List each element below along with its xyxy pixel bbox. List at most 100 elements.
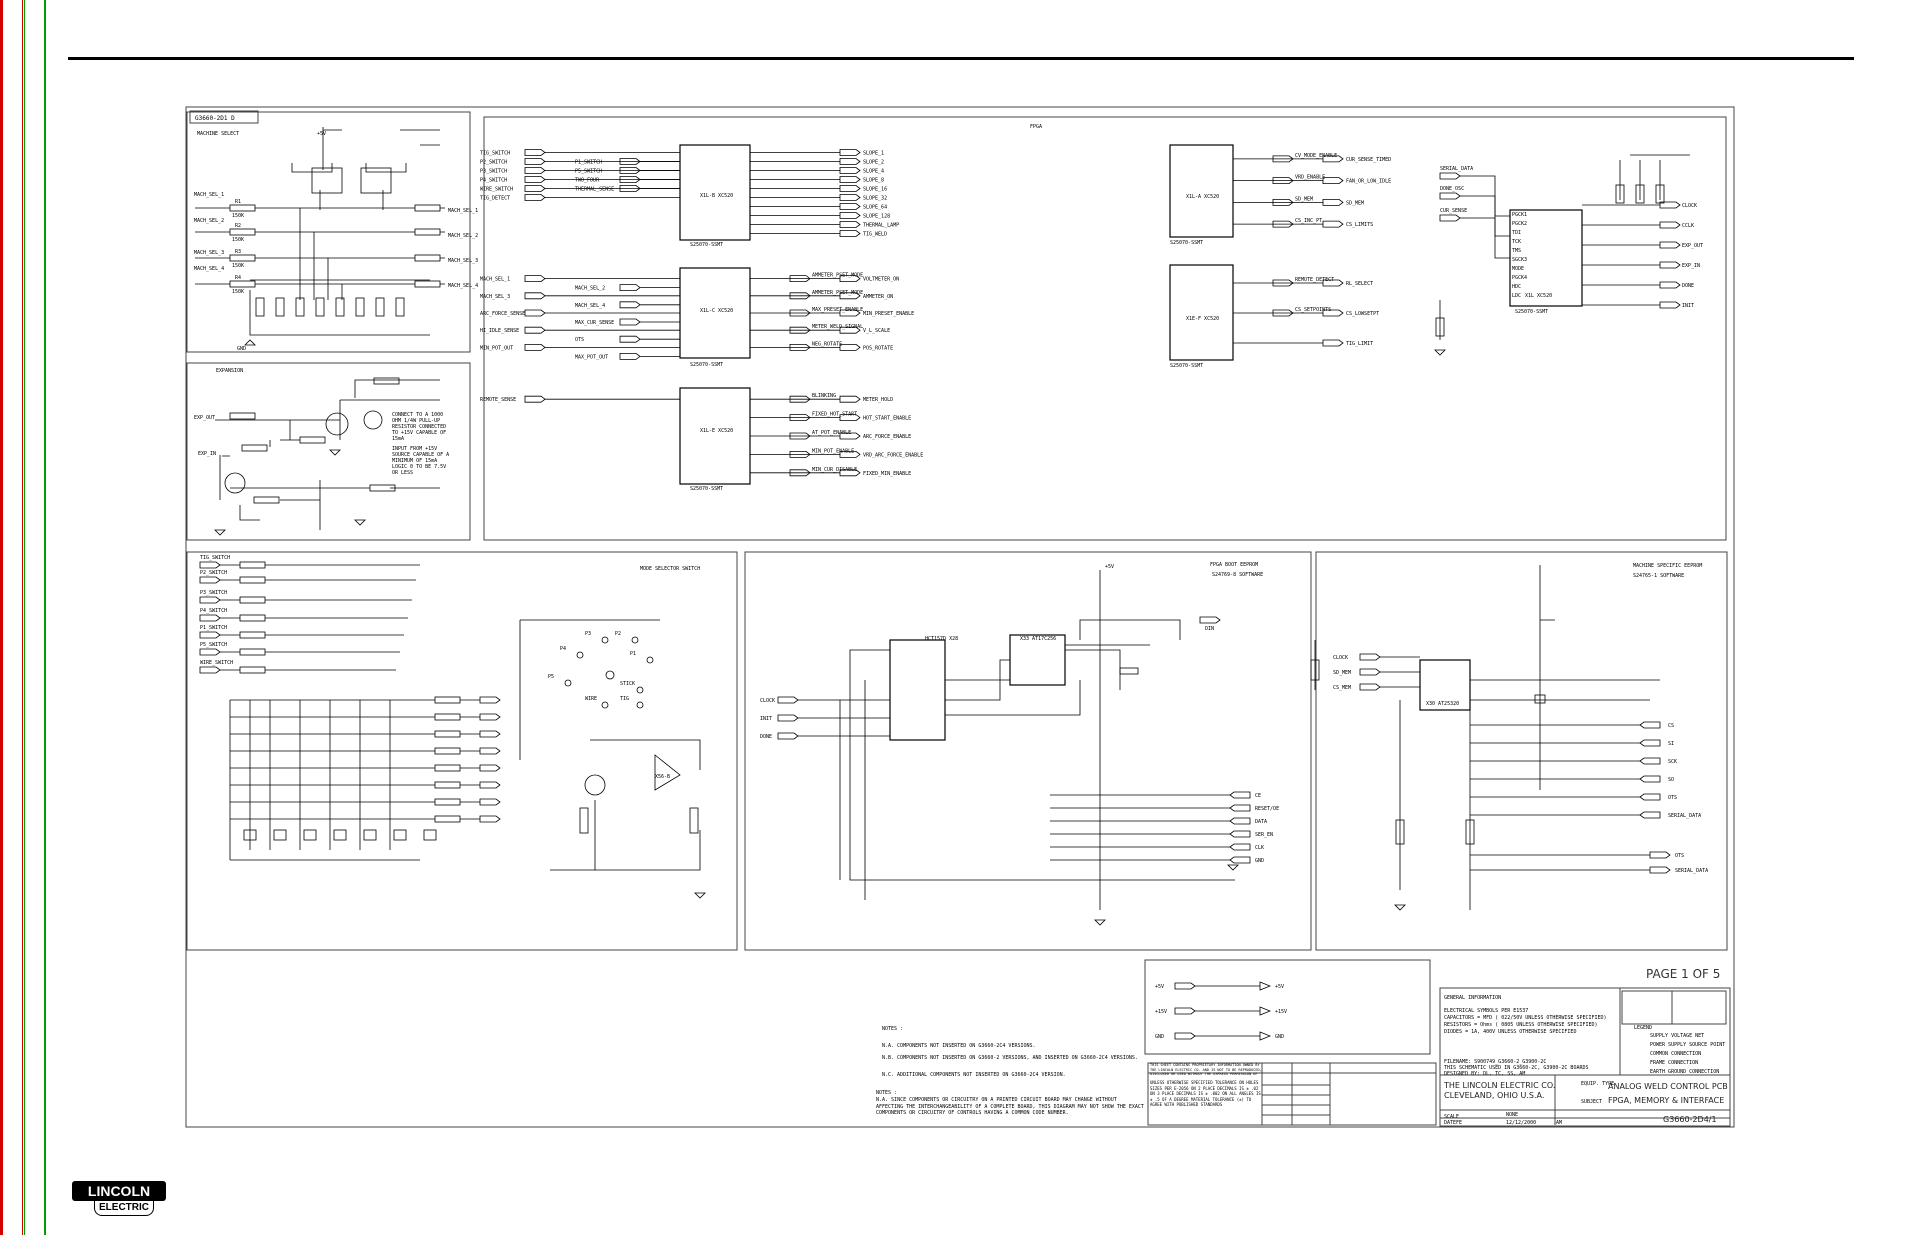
blkA-out-6: SLOPE_64 [863,205,887,211]
fpga-f-out-3: EXP_IN [1682,263,1700,269]
ms-resistor-value-1: 150K [232,213,244,219]
proprietary-note: THIS SHEET CONTAINS PROPRIETARY INFORMAT… [1150,1063,1262,1077]
blkB-net-out-2: MAX_PRESET_ENABLE [812,307,863,313]
ms-output-4: MACH_SEL_4 [448,283,478,289]
dr-value: FE [1456,1120,1462,1126]
blkA-net-in-2: TWO_FOUR [575,178,600,184]
equipment-type: ANALOG WELD CONTROL PCB [1608,1082,1728,1091]
fpga-f-pin-7: PGCK4 [1512,275,1527,281]
blkA-in-5: TIG_DETECT [480,196,510,202]
sheet-number: G3660-2D4/1 [1663,1115,1717,1124]
machine-eeprom-title: MACHINE SPECIFIC EEPROM [1633,563,1702,569]
machine-select-box [186,111,471,353]
filename-note: THIS SCHEMATIC USED IN G3660-2C, G3900-2… [1444,1065,1589,1071]
fpga-f-input-serial: SERIAL_DATA [1440,166,1473,172]
exp-out-label: EXP_OUT [194,415,215,421]
svg-text:+5V: +5V [317,131,326,137]
blkA-out-9: TIG_WELD [863,232,887,238]
boot-vcc: +5V [1105,564,1114,570]
blkD-out-0: CUR_SENSE_TIMED [1346,157,1391,163]
fpga-chip-b-part: S25070-SSMT [690,362,723,368]
blkB-out-3: V_L_SCALE [863,328,890,334]
mode-pos-0: P3 [585,631,591,637]
boot-out-1: RESET/OE [1255,806,1279,812]
blkB-in-0: MACH_SEL_1 [480,277,510,283]
mode-in-0: TIG_SWITCH [200,555,230,561]
mode-comparator-label: X56-B [655,774,670,780]
machine-ee-out-4: OTS [1668,795,1677,801]
power-rail-left-2: GND [1155,1034,1164,1040]
machine-ee-in-1: SD_MEM [1333,670,1351,676]
legend-item-3: COMMON CONNECTION [1650,1051,1701,1057]
legend-item-5: EARTH GROUND CONNECTION [1650,1069,1719,1075]
blkE-out-0: RL_SELECT [1346,281,1373,287]
blkA-net-in-1: P5_SWITCH [575,169,602,175]
fpga-chip-a [679,144,751,241]
blkB-net-out-0: AMMETER_PSET_MODE [812,273,863,279]
fpga-chip-d-part: S25070-SSMT [1170,240,1203,246]
power-rail-left-1: +15V [1155,1009,1167,1015]
mode-in-2: P3_SWITCH [200,590,227,596]
fpga-chip-e [1169,264,1234,361]
info-line-1: ELECTRICAL SYMBOLS PER E1537 [1444,1008,1528,1014]
fpga-f-pin-5: SGCK3 [1512,257,1527,263]
machine-ee-out-3: SO [1668,777,1674,783]
margin-red-line [0,0,3,1235]
drawn-by: AM [1556,1120,1562,1126]
fpga-chip-d-label: X1L-A XC520 [1186,194,1219,200]
ms-resistor-value-2: 150K [232,237,244,243]
blkA-out-3: SLOPE_8 [863,178,884,184]
blkB-in-2: ARC_FORCE_SENSE [480,311,525,317]
svg-text:GND: GND [237,346,246,352]
blkA-in-2: P3_SWITCH [480,169,507,175]
machine-ee-out-1: SI [1668,741,1674,747]
ms-resistor-4: R4 [235,275,241,281]
blkD-out-1: FAN_OR_LOW_IDLE [1346,179,1391,185]
blkC-net-out-0: BLINKING [812,393,836,399]
ms-resistor-value-4: 150K [232,289,244,295]
logo-top: LINCOLN [72,1181,166,1201]
boot-out-2: DATA [1255,819,1267,825]
fpga-f-out-5: INIT [1682,303,1694,309]
blkB-net-in-0: MACH_SEL_2 [575,286,605,292]
machine-ee-in-0: CLOCK [1333,655,1348,661]
boot-chip-x33: X33 AT17C256 [1020,636,1056,642]
blkC-net-out-4: MIN_CUR_DISABLE [812,467,857,473]
fpga-chip-c-label: X1L-E XC520 [700,428,733,434]
blkB-in-3: HI_IDLE_SENSE [480,328,519,334]
mode-pos-3: P1 [630,651,636,657]
machine-ee-bottom-out-1: SERIAL_DATA [1675,868,1708,874]
power-rail-left-0: +5V [1155,984,1164,990]
subject: FPGA, MEMORY & INTERFACE [1608,1096,1724,1105]
blkE-out-1: CS_LOWSETPT [1346,311,1379,317]
fpga-f-pin-0: PGCK1 [1512,212,1527,218]
blkC-out-4: FIXED_MIN_ENABLE [863,471,911,477]
filename: FILENAME: S900749_G3660-2_G3900-2C [1444,1059,1546,1065]
fpga-chip-d [1169,144,1234,238]
blkA-in-0: TIG_SWITCH [480,151,510,157]
expansion-title: EXPANSION [216,368,243,374]
header-rule [68,57,1854,60]
boot-in-0: CLOCK [760,698,775,704]
fpga-f-pin-1: PGCK2 [1512,221,1527,227]
notes-heading: NOTES : [882,1026,903,1032]
fpga-f-pin-6: MODE [1512,266,1524,272]
ms-output-3: MACH_SEL_3 [448,258,478,264]
machine-eeprom-subtitle: S24765-1 SOFTWARE [1633,573,1684,579]
blkB-net-out-4: NEG_ROTATE [812,341,842,347]
mode-in-6: WIRE_SWITCH [200,660,233,666]
machine-ee-out-0: CS [1668,723,1674,729]
mode-pos-2: P4 [560,646,566,652]
exp-in-label: EXP_IN [198,451,216,457]
blkC-net-out-2: AT_POT_ENABLE [812,430,851,436]
logo-bottom: ELECTRIC [94,1201,154,1216]
blkB-out-0: VOLTMETER_ON [863,277,899,283]
blkA-out-4: SLOPE_16 [863,187,887,193]
blkB-net-out-1: AMMETER_PSET_MODE [812,290,863,296]
expansion-note-1: CONNECT TO A 1000 OHM 1/4W PULL-UP RESIS… [392,412,447,442]
mode-selector-box [186,551,738,951]
power-key-box [1144,959,1431,1055]
